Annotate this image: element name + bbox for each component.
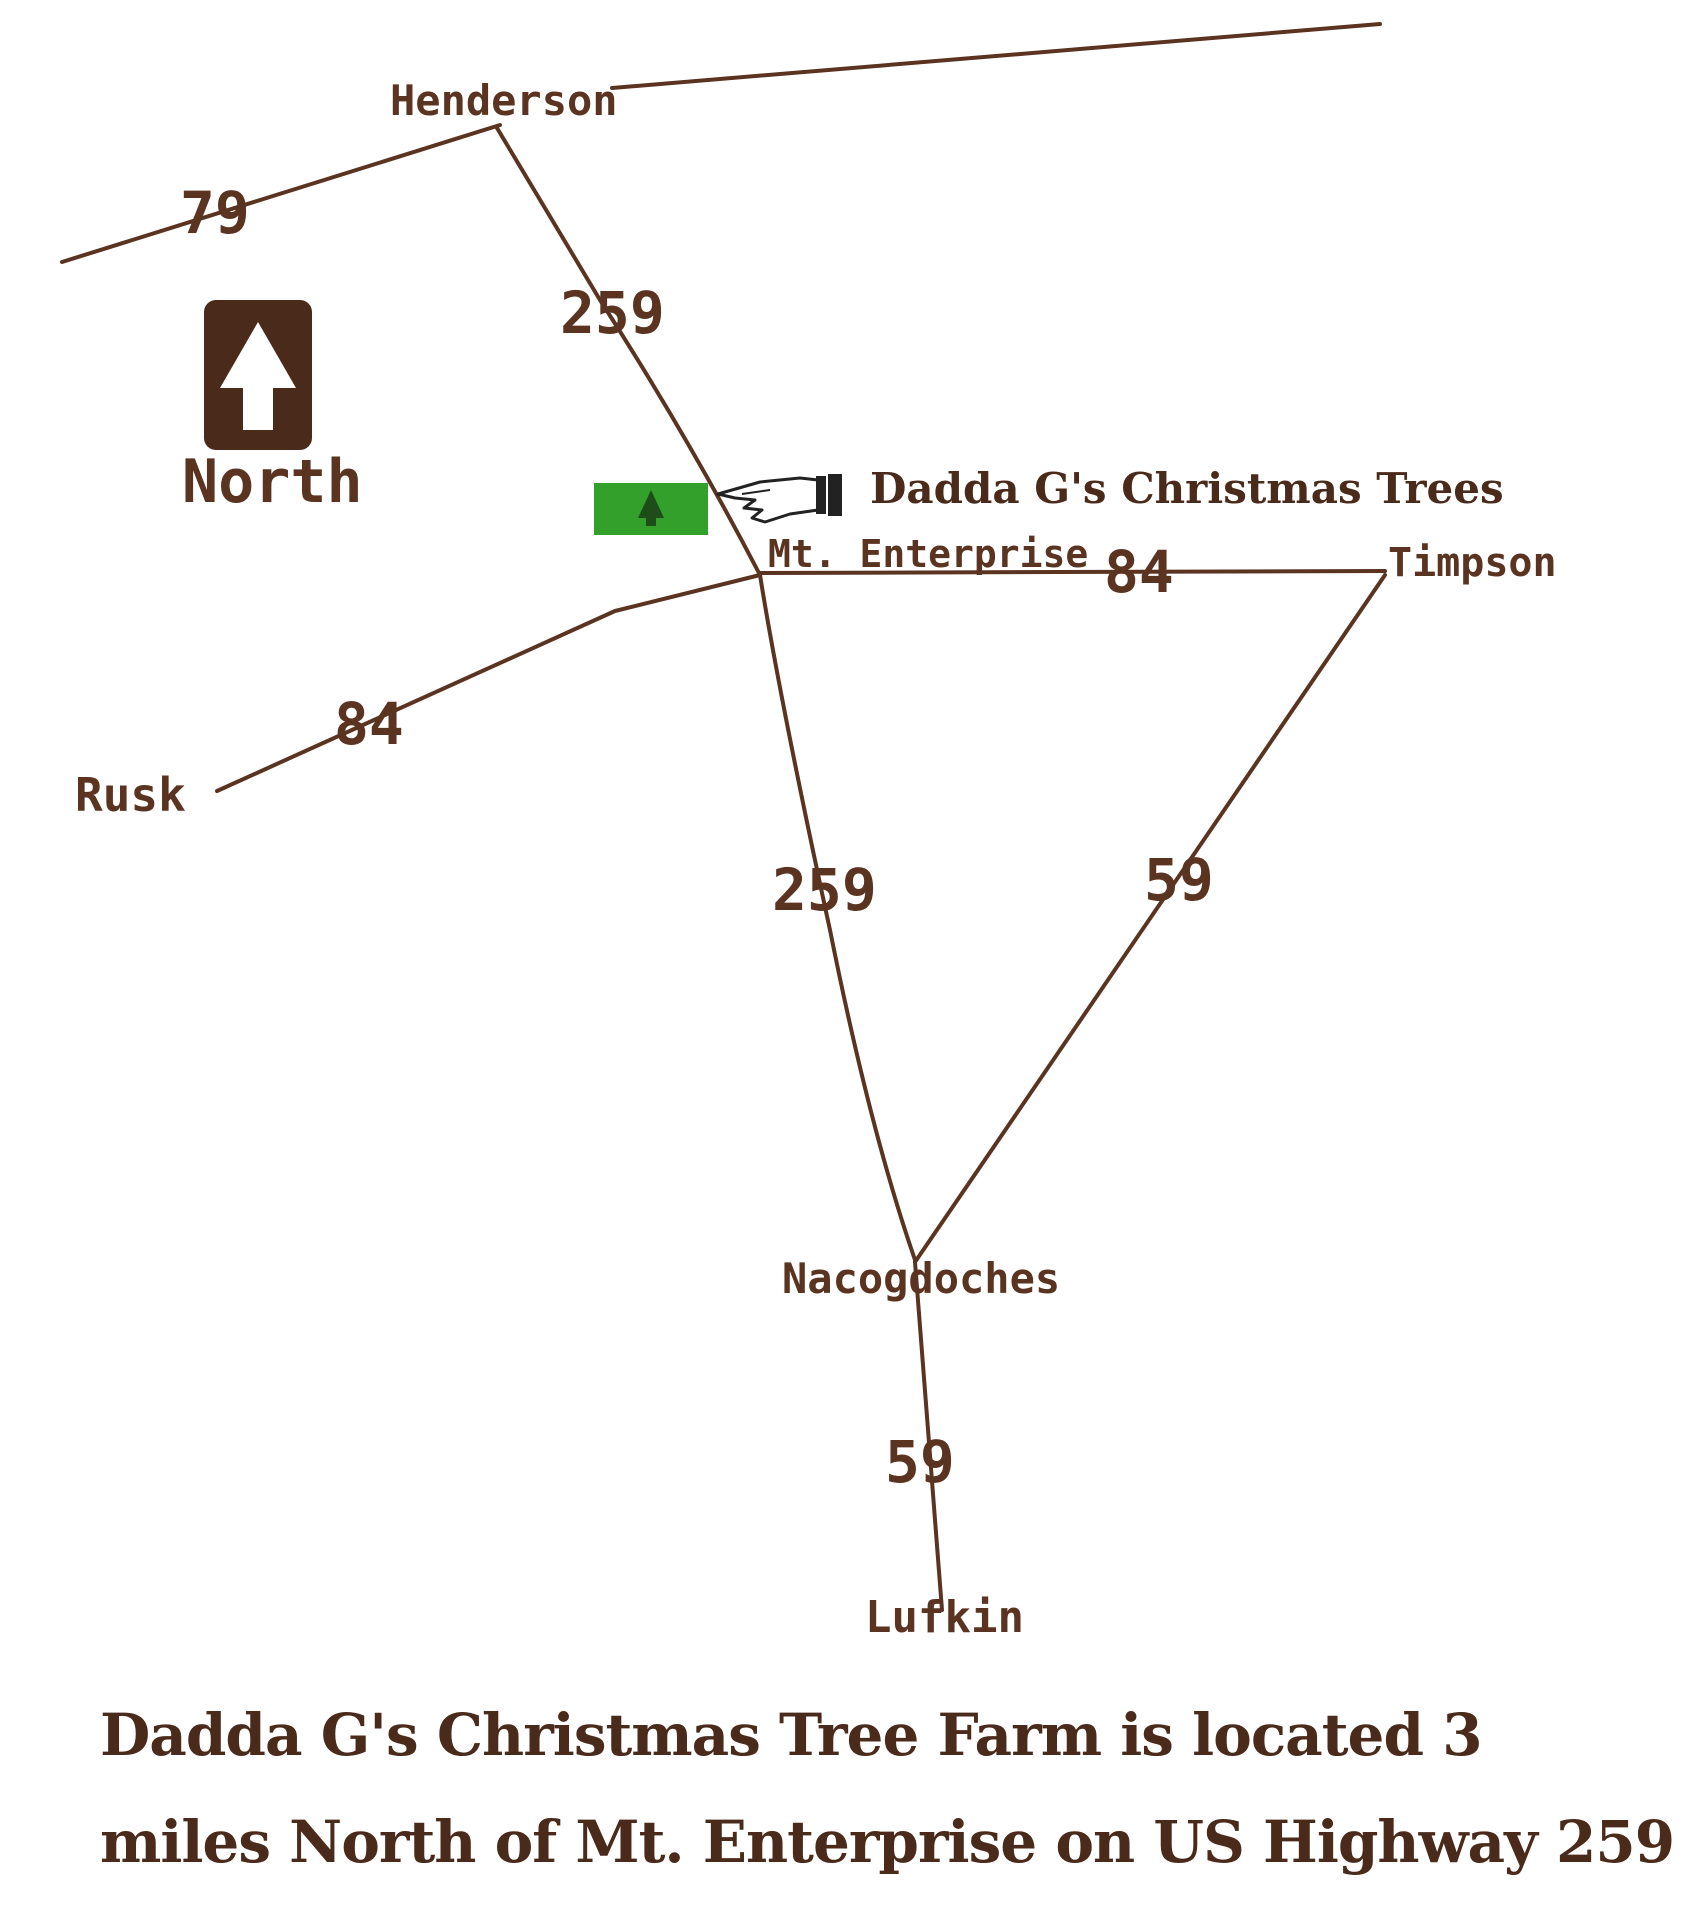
highway-84-east — [758, 569, 1387, 575]
highway-259-north — [495, 126, 762, 577]
caption-line-1: Dadda G's Christmas Tree Farm is located… — [100, 1701, 1482, 1769]
highway-label-59-east: 59 — [1144, 846, 1214, 914]
highway-label-259-north: 259 — [560, 279, 665, 347]
highway-label-79: 79 — [180, 179, 250, 247]
north-compass: North — [182, 300, 363, 517]
highway-59-east — [913, 573, 1387, 1264]
highway-259-south — [758, 573, 917, 1262]
highway-label-259-south: 259 — [772, 856, 877, 924]
caption-line-2: miles North of Mt. Enterprise on US High… — [100, 1808, 1674, 1876]
north-arrow-shape — [220, 322, 296, 430]
tree-shape — [638, 490, 664, 526]
highway-79-east — [610, 22, 1382, 90]
highway-label-84-west: 84 — [334, 690, 404, 758]
city-timpson: Timpson — [1388, 540, 1557, 586]
north-label: North — [182, 447, 363, 517]
city-nacogdoches: Nacogdoches — [782, 1254, 1060, 1303]
highway-84-west — [215, 573, 762, 793]
city-mt-enterprise: Mt. Enterprise — [768, 532, 1088, 576]
city-rusk: Rusk — [75, 768, 186, 822]
city-lufkin: Lufkin — [865, 1592, 1024, 1643]
highway-label-59-south: 59 — [885, 1428, 955, 1496]
farm-marker — [594, 483, 708, 535]
highway-59-south — [913, 1260, 944, 1612]
city-henderson: Henderson — [390, 76, 618, 125]
highway-label-84-east: 84 — [1104, 538, 1174, 606]
farm-label: Dadda G's Christmas Trees — [870, 464, 1504, 513]
highway-79-west — [60, 123, 502, 264]
pointing-hand-icon — [716, 474, 842, 524]
